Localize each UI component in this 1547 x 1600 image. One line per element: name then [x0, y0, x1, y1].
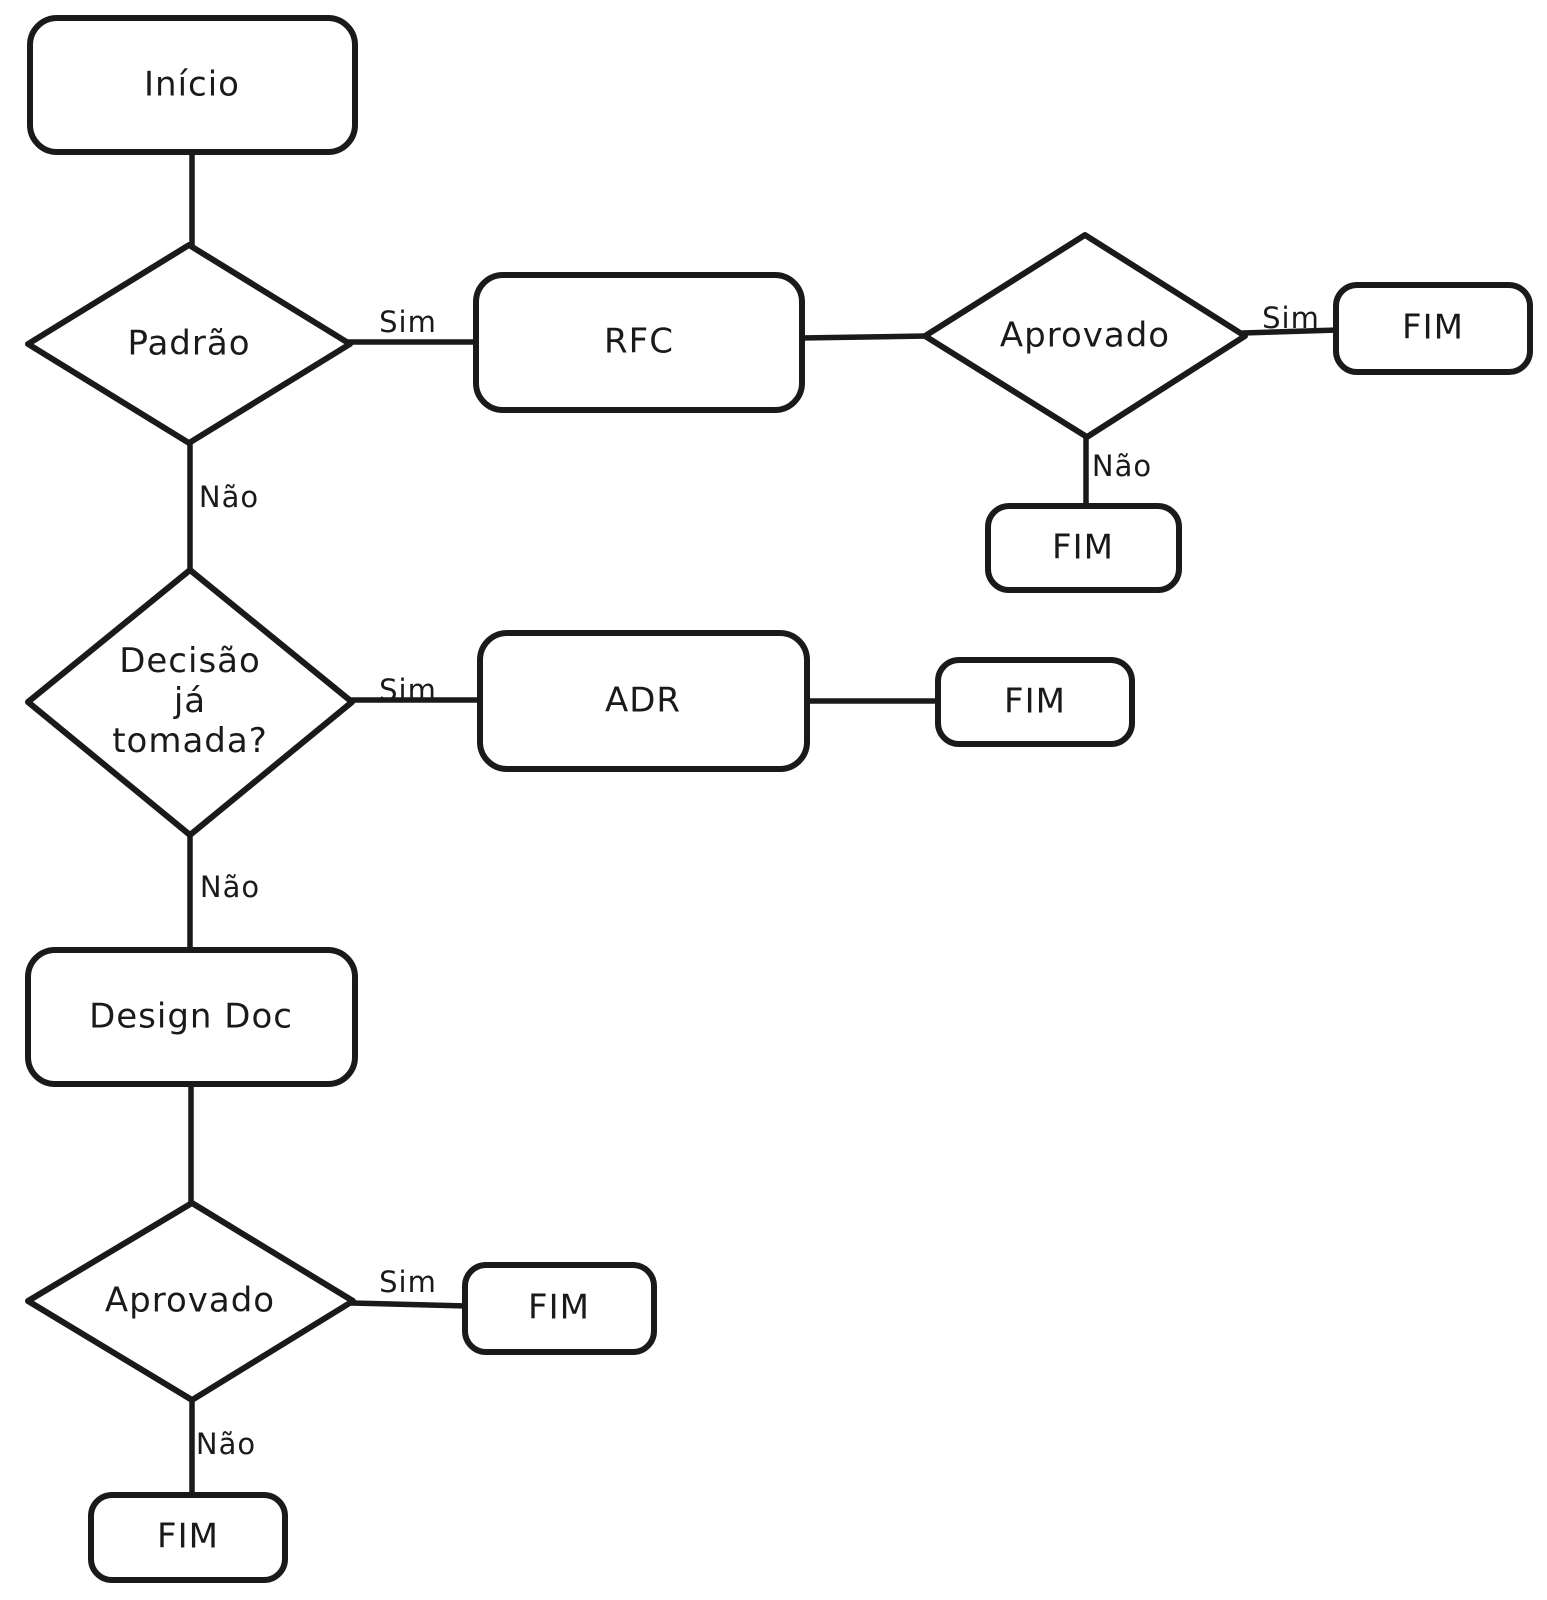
node-decisao-label-line2: já [173, 681, 207, 721]
node-decisao-label: Decisão já tomada? [60, 641, 320, 761]
node-fim-design-sim-shape [462, 1262, 657, 1355]
node-aprovado-design-diamond [25, 1200, 356, 1403]
node-fim-design-nao-shape [88, 1492, 288, 1583]
node-decisao-diamond [25, 567, 355, 838]
node-fim-rfc-sim-label: FIM [1402, 307, 1464, 348]
node-inicio-label: Início [144, 64, 240, 105]
node-inicio-shape [27, 15, 358, 155]
node-aprovado-design-label: Aprovado [104, 1280, 276, 1321]
edge-label-padrao-sim: Sim [379, 305, 437, 339]
edge-label-aprovado-rfc-nao: Não [1091, 449, 1153, 483]
node-aprovado-rfc-diamond [922, 232, 1248, 440]
edge-label-decisao-nao: Não [199, 870, 261, 904]
edge-aprovado-fim-sim [1240, 327, 1341, 336]
node-padrao-diamond [25, 242, 353, 446]
node-design-doc-shape [25, 947, 358, 1087]
node-decisao-label-line1: Decisão [119, 641, 261, 681]
node-rfc-shape [473, 272, 805, 413]
node-fim-design-nao-label: FIM [157, 1516, 219, 1557]
node-fim-rfc-nao-label: FIM [1052, 527, 1114, 568]
edge-label-aprovado-design-nao: Não [195, 1427, 257, 1461]
node-aprovado-rfc-label: Aprovado [999, 315, 1171, 356]
node-fim-rfc-sim-shape [1333, 282, 1533, 375]
edge-aprovado2-fim-sim [348, 1300, 470, 1309]
edge-label-aprovado-rfc-sim: Sim [1262, 301, 1320, 335]
node-fim-adr-label: FIM [1004, 681, 1066, 722]
edge-label-padrao-nao: Não [198, 480, 260, 514]
node-fim-adr-shape [935, 657, 1135, 747]
edge-label-decisao-sim: Sim [379, 673, 437, 707]
edge-rfc-aprovado [797, 333, 930, 341]
node-decisao-label-line3: tomada? [112, 721, 268, 761]
node-fim-rfc-nao-shape [985, 503, 1182, 593]
node-fim-design-sim-label: FIM [528, 1287, 590, 1328]
node-padrao-label: Padrão [127, 323, 251, 364]
node-adr-shape [477, 630, 810, 772]
node-design-doc-label: Design Doc [89, 996, 293, 1037]
edge-label-aprovado-design-sim: Sim [379, 1265, 437, 1299]
node-adr-label: ADR [604, 680, 682, 721]
node-rfc-label: RFC [604, 321, 674, 362]
